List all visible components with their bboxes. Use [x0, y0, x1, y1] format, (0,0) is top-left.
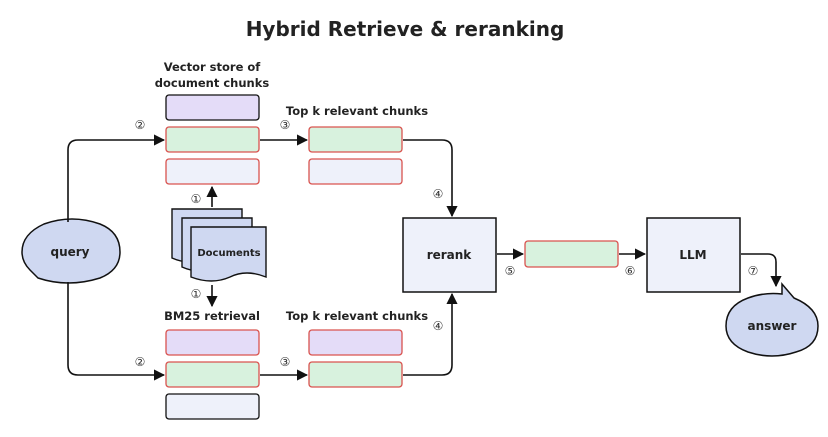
- top-k-lower-chunk-1: [308, 329, 403, 356]
- rerank-box: [402, 217, 497, 293]
- bm25-chunk-1: [165, 329, 260, 356]
- vector-store-label-line2: document chunks: [155, 76, 270, 90]
- reranked-chunk: [524, 240, 619, 268]
- step-2-upper: ②: [135, 118, 146, 132]
- documents-stack: Documents: [171, 208, 267, 282]
- diagram-title: Hybrid Retrieve & reranking: [246, 17, 565, 41]
- query-label: query: [50, 245, 89, 259]
- step-6: ⑥: [625, 264, 636, 278]
- document-sheet-front: [190, 226, 267, 282]
- step-4-upper: ④: [433, 187, 444, 201]
- step-1-lower: ①: [191, 287, 202, 301]
- vector-store-label-line1: Vector store of: [164, 60, 262, 74]
- top-k-lower-chunk-2: [308, 361, 403, 388]
- edge-llm-to-answer: [741, 253, 782, 288]
- edge-topk-lower-to-rerank: [403, 292, 458, 376]
- vector-chunk-2: [165, 126, 260, 153]
- step-5: ⑤: [505, 264, 516, 278]
- top-k-upper-chunk-2: [308, 158, 403, 185]
- vector-chunk-1: [165, 94, 260, 121]
- top-k-upper-chunk-1: [308, 126, 403, 153]
- query-bubble-shape: [21, 218, 121, 284]
- step-1-upper: ①: [191, 192, 202, 206]
- bm25-chunk-3: [165, 393, 260, 420]
- step-7: ⑦: [748, 264, 759, 278]
- step-4-lower: ④: [433, 319, 444, 333]
- edge-query-to-bm25: [67, 282, 166, 381]
- answer-bubble-shape: [725, 281, 819, 357]
- documents-label: Documents: [197, 248, 260, 259]
- edge-query-to-vector: [67, 134, 166, 222]
- step-2-lower: ②: [135, 355, 146, 369]
- llm-box: [646, 217, 741, 293]
- answer-bubble: answer: [725, 281, 819, 357]
- bm25-label: BM25 retrieval: [164, 309, 260, 323]
- edge-topk-upper-to-rerank: [403, 139, 458, 218]
- bm25-chunk-2: [165, 361, 260, 388]
- rerank-label: rerank: [427, 248, 473, 262]
- step-3-upper: ③: [280, 118, 291, 132]
- top-k-upper-label: Top k relevant chunks: [286, 104, 428, 118]
- llm-label: LLM: [679, 248, 706, 262]
- query-bubble: query: [21, 218, 121, 284]
- answer-label: answer: [748, 319, 797, 333]
- vector-chunk-3: [165, 158, 260, 185]
- step-3-lower: ③: [280, 355, 291, 369]
- top-k-lower-label: Top k relevant chunks: [286, 309, 428, 323]
